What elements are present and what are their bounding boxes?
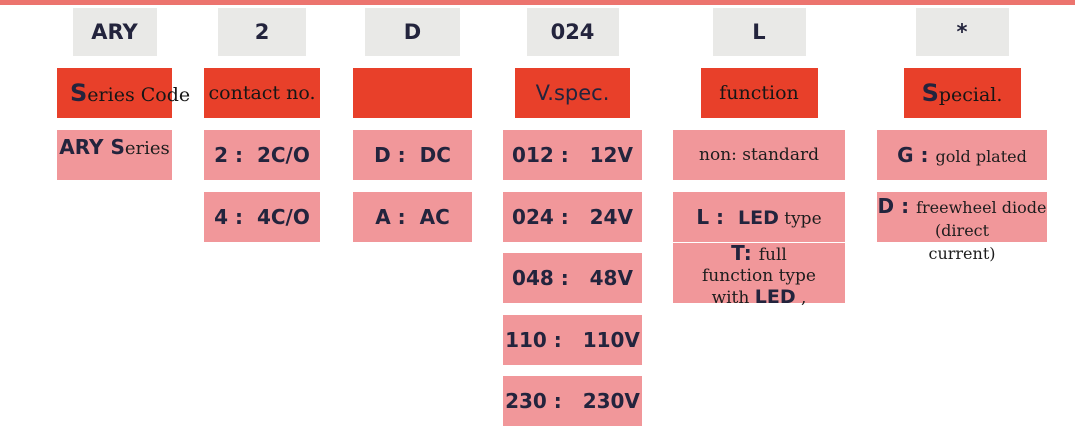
column-coil-type: D D : DC A : AC <box>353 8 472 253</box>
option-value-tail: type <box>778 208 822 229</box>
option-sep: : <box>913 143 936 167</box>
option-key: 230 <box>505 389 547 413</box>
option-sep: : <box>546 389 583 413</box>
option-box-full-function: T: full function type with LED , <box>673 243 845 308</box>
option-box-230v: 230 : 230V <box>503 376 642 426</box>
code-box-asterisk: * <box>915 8 1009 56</box>
option-sep: : <box>731 145 743 165</box>
option-key: D <box>374 143 391 167</box>
option-key: T <box>731 241 744 265</box>
option-box-ary-series: ARY Series <box>57 130 172 180</box>
option-key: L <box>696 204 710 229</box>
label-box-empty <box>353 68 472 118</box>
option-value: 4C/O <box>256 204 310 229</box>
top-accent-bar <box>0 0 1075 5</box>
option-box-24v: 024 : 24V <box>503 191 642 242</box>
option-box-dc: D : DC <box>353 130 472 180</box>
option-value: DC <box>419 143 451 167</box>
option-box-2co: 2 : 2C/O <box>204 130 320 180</box>
option-key: G <box>897 143 914 167</box>
option-key: 2 <box>214 143 229 167</box>
option-key: A <box>375 204 391 229</box>
code-box-024: 024 <box>526 8 619 56</box>
option-sep: : <box>709 204 738 229</box>
label-initial: S <box>70 79 88 107</box>
option-value: gold plated <box>935 147 1027 166</box>
option-sep: : <box>894 193 917 218</box>
option-key: non <box>699 145 732 165</box>
code-box-ary: ARY <box>72 8 157 56</box>
option-key: 110 <box>505 327 547 352</box>
option-line3-post: , <box>795 288 807 308</box>
option-box-12v: 012 : 12V <box>503 130 642 180</box>
column-series-code: ARY Series Code ARY Series <box>57 8 190 192</box>
option-box-freewheel-diode: D : freewheel diode (direct current) <box>877 191 1047 263</box>
option-sep: : <box>228 143 257 167</box>
option-value: freewheel diode <box>916 197 1047 217</box>
option-key: 012 <box>512 143 554 167</box>
column-voltage-spec: 024 V.spec. 012 : 12V 024 : 24V 048 : 48… <box>503 8 642 437</box>
option-sep: : <box>553 266 590 290</box>
option-sep: : <box>228 204 257 229</box>
option-box-ac: A : AC <box>353 191 472 242</box>
option-value: 12V <box>589 143 633 167</box>
option-box-4co: 4 : 4C/O <box>204 191 320 242</box>
option-box-standard: non: standard <box>673 130 845 180</box>
label-text: contact no. <box>208 82 316 104</box>
label-box-vspec: V.spec. <box>515 68 630 118</box>
label-box-special: Special. <box>903 68 1021 118</box>
code-box-2: 2 <box>218 8 306 56</box>
option-key: 4 <box>214 204 229 229</box>
option-value: AC <box>419 204 450 229</box>
label-text: pecial. <box>938 84 1003 106</box>
label-text: V.spec. <box>535 81 610 105</box>
option-value: 48V <box>589 266 633 290</box>
label-text: eries Code <box>87 84 191 106</box>
code-box-d: D <box>365 8 460 56</box>
option-sep: : <box>390 143 420 167</box>
option-sep: : <box>553 143 590 167</box>
option-key: 048 <box>512 266 554 290</box>
option-bold-text: ARY S <box>59 135 125 159</box>
option-line3-pre: with <box>711 288 755 308</box>
option-sep: : <box>546 327 583 352</box>
label-box-function: function <box>700 68 818 118</box>
column-special: * Special. G : gold plated D : freewheel… <box>877 8 1047 263</box>
option-value: 24V <box>589 204 633 229</box>
option-line3: current) <box>928 243 996 263</box>
option-key: D <box>877 193 895 218</box>
option-value: 230V <box>582 389 640 413</box>
option-key: 024 <box>512 204 554 229</box>
option-line2: function type <box>702 266 816 286</box>
option-box-48v: 048 : 48V <box>503 253 642 303</box>
column-contact-no: 2 contact no. 2 : 2C/O 4 : 4C/O <box>204 8 320 253</box>
option-line2: (direct <box>934 220 990 240</box>
option-text: eries <box>124 138 170 159</box>
label-initial: S <box>921 79 939 107</box>
option-sep: : <box>390 204 420 229</box>
code-box-l: L <box>712 8 806 56</box>
option-value-bold: LED <box>737 206 779 229</box>
column-function: L function non: standard L : LED type T:… <box>673 8 845 315</box>
option-value: 2C/O <box>256 143 310 167</box>
option-line3-bold: LED <box>754 286 796 308</box>
label-box-series-code: Series Code <box>57 68 190 118</box>
option-value: standard <box>742 145 819 165</box>
option-box-led-type: L : LED type <box>673 191 845 242</box>
option-value: 110V <box>582 327 640 352</box>
option-sep: : <box>553 204 590 229</box>
option-sep: : <box>743 241 759 265</box>
option-multiline-text: T: full function type with LED , <box>673 243 845 309</box>
option-box-110v: 110 : 110V <box>503 314 642 365</box>
label-box-contact-no: contact no. <box>204 68 320 118</box>
option-box-gold-plated: G : gold plated <box>877 130 1047 180</box>
label-text: function <box>719 82 799 104</box>
option-line1: full <box>758 245 787 265</box>
